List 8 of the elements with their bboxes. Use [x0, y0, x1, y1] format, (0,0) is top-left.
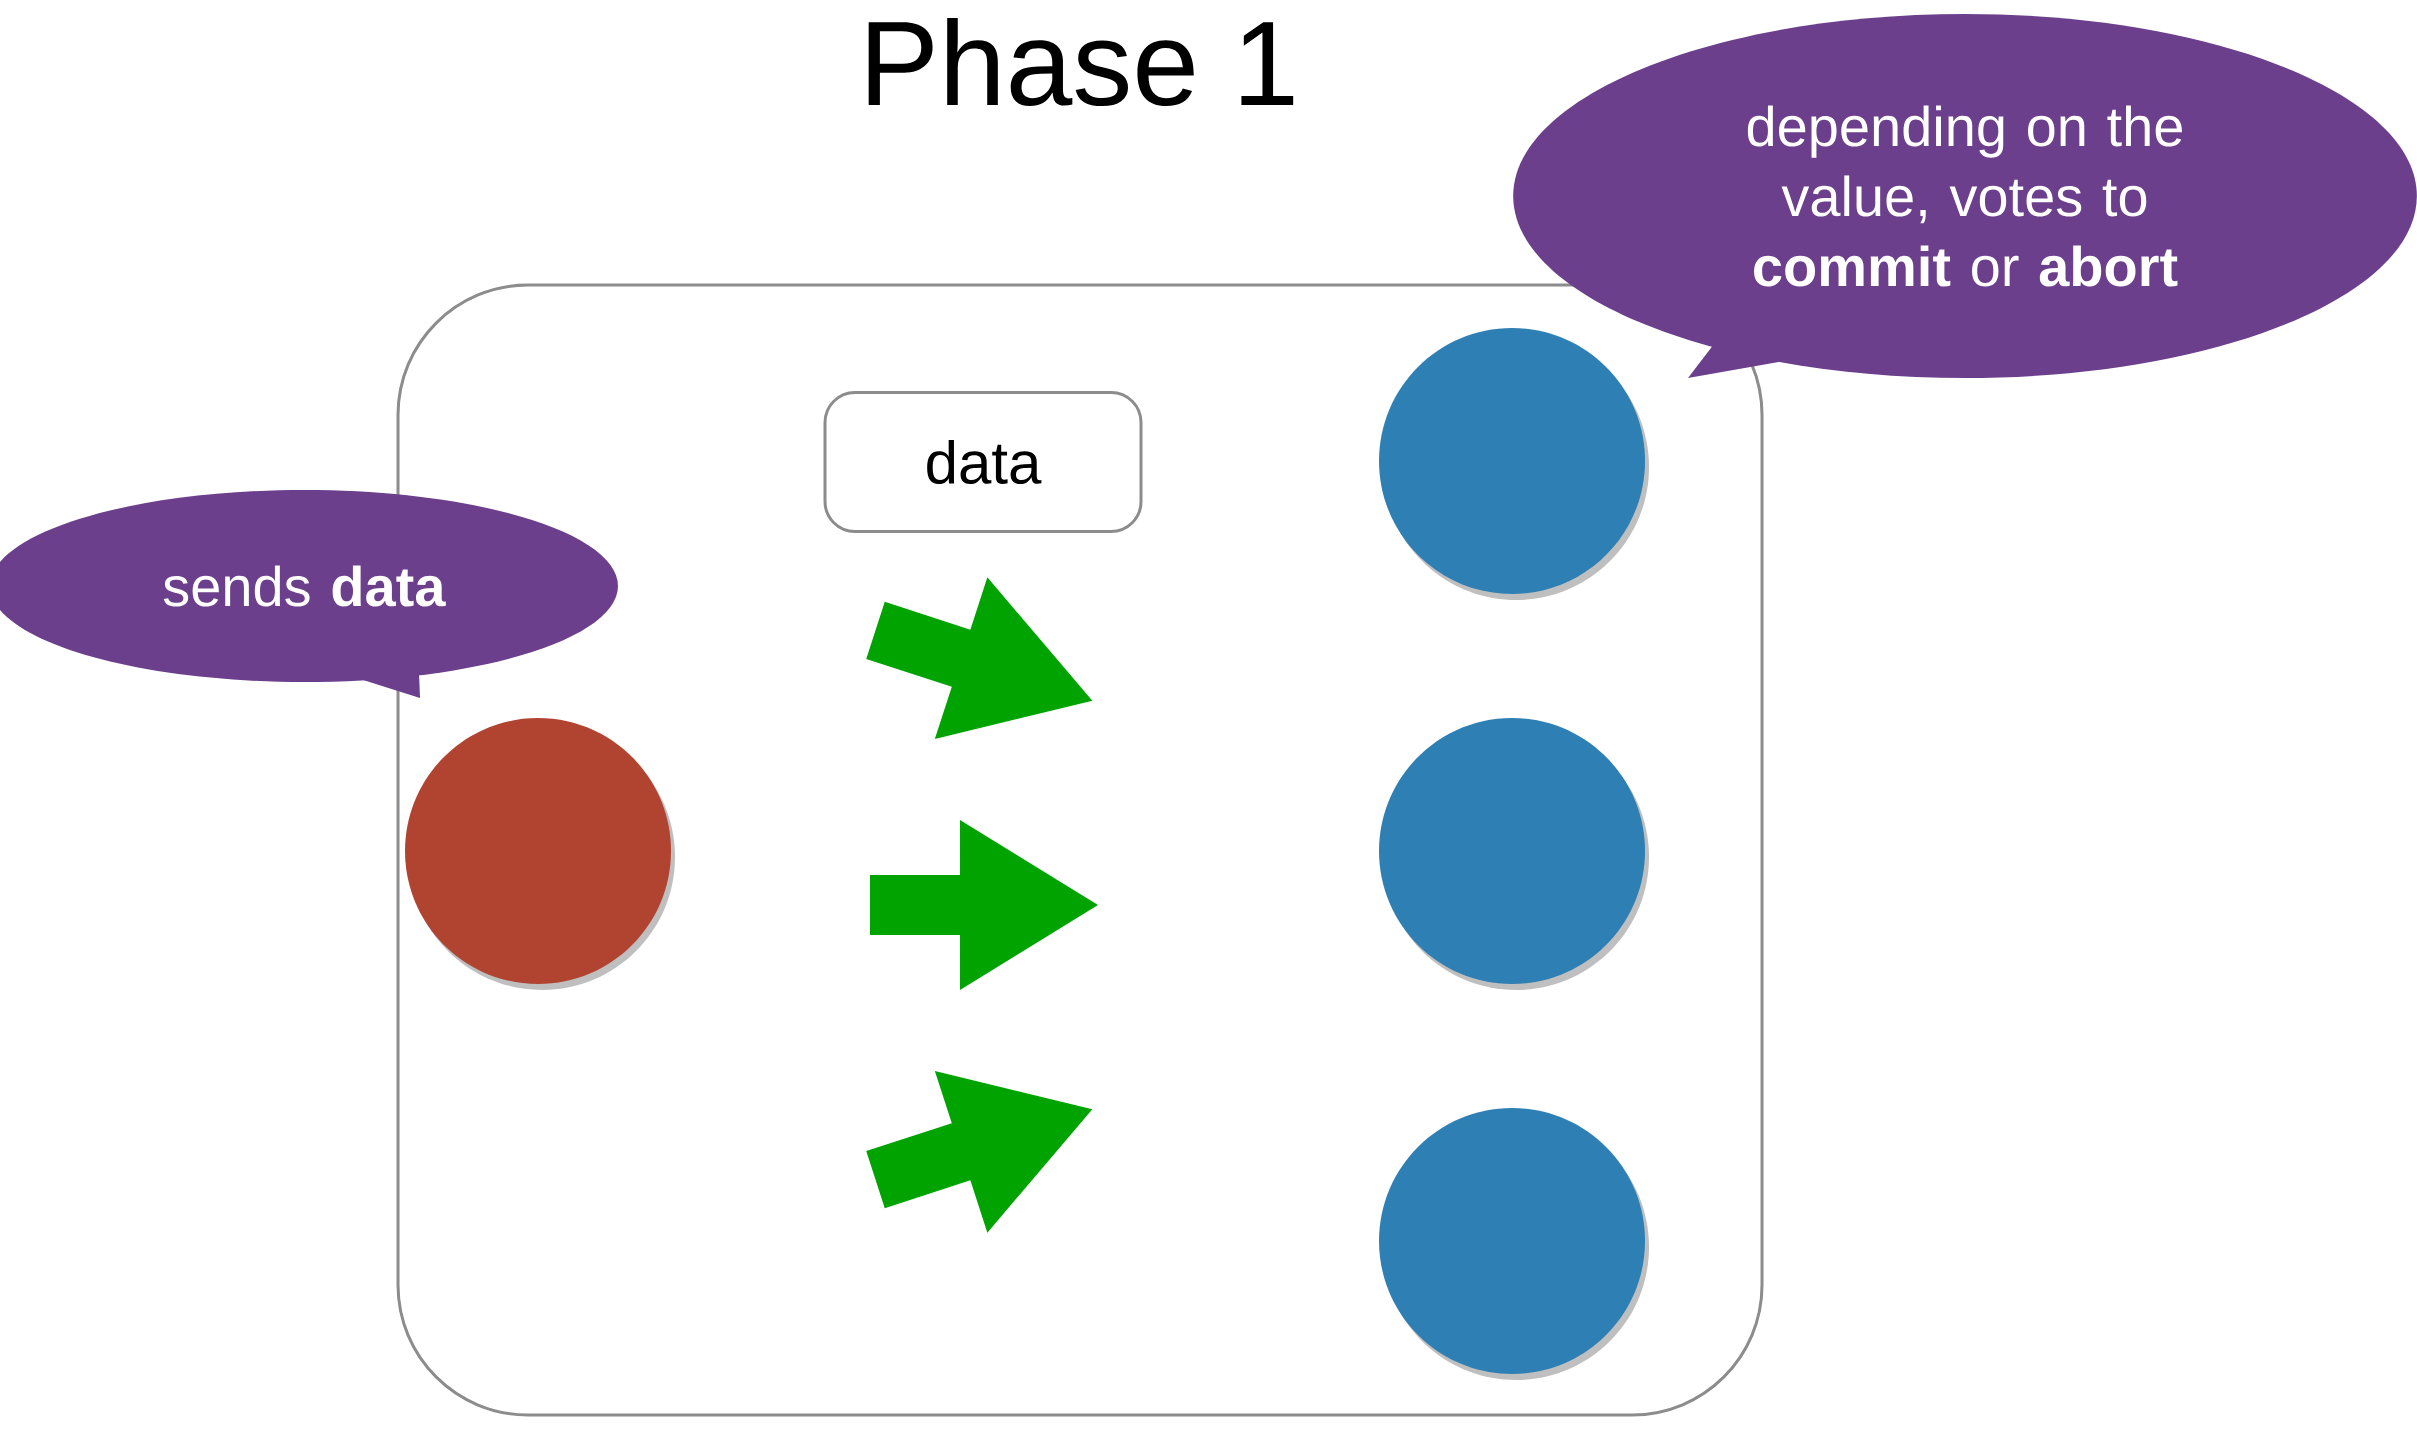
message-box: data: [823, 391, 1143, 533]
title: Phase 1: [868, 17, 1294, 107]
process-circle: [1379, 1108, 1649, 1380]
process-circle: [1379, 328, 1649, 600]
process-circle: [405, 718, 675, 990]
speech-bubble: depending on the value, votes to commit or abort: [1513, 14, 2417, 378]
process-circle: [1379, 718, 1649, 990]
speech-bubble: sends data: [0, 490, 618, 698]
